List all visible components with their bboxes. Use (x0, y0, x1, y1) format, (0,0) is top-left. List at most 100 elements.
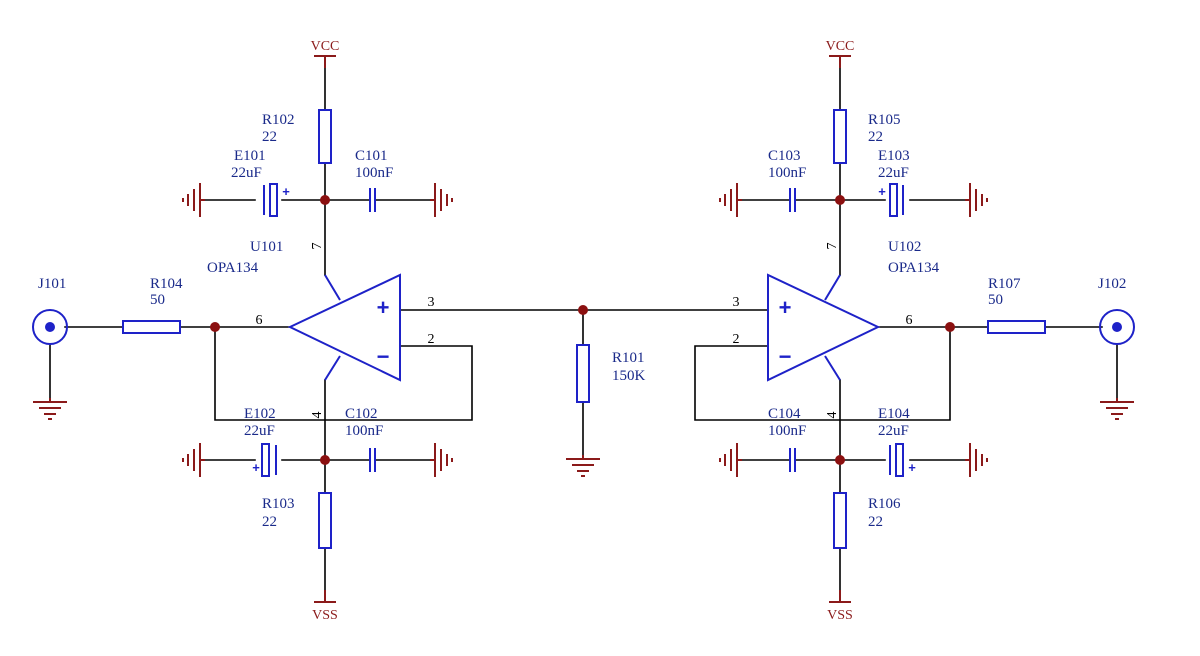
junction-dot (320, 195, 330, 205)
vss-label-right: VSS (827, 608, 853, 623)
r103-ref: R103 (262, 496, 295, 512)
r106-value: 22 (868, 514, 883, 530)
c101-value: 100nF (355, 165, 393, 181)
ground-icon-c101 (430, 183, 453, 217)
junction-dot (945, 322, 955, 332)
r103-value: 22 (262, 514, 277, 530)
j101-ref: J101 (38, 276, 66, 292)
c104-ref: C104 (768, 406, 801, 422)
r101-ref: R101 (612, 350, 645, 366)
u101-ref: U101 (250, 239, 283, 255)
c103-ref: C103 (768, 148, 801, 164)
c104-value: 100nF (768, 423, 806, 439)
pin-u102-7: 7 (825, 243, 840, 250)
vss-label-left: VSS (312, 608, 338, 623)
ground-icon-e102 (182, 443, 205, 477)
capacitor-c101 (369, 188, 376, 212)
junction-dot (835, 195, 845, 205)
resistor-r103 (318, 492, 332, 549)
ground-symbols (33, 183, 1134, 477)
electrolytic-e102: + (252, 443, 277, 477)
c103-value: 100nF (768, 165, 806, 181)
r105-value: 22 (868, 129, 883, 145)
junction-dot (578, 305, 588, 315)
vcc-label-right: VCC (826, 39, 855, 54)
capacitor-c102 (369, 448, 376, 472)
e102-value: 22uF (244, 423, 275, 439)
vss-symbol-right: VSS (827, 590, 853, 623)
capacitor-c103 (789, 188, 796, 212)
opamp-u102-minus-sign: − (779, 344, 792, 369)
e104-value: 22uF (878, 423, 909, 439)
ground-icon-e103 (965, 183, 988, 217)
pin-u101-6: 6 (256, 313, 263, 328)
pin-u102-4: 4 (825, 412, 840, 419)
vcc-symbol-right: VCC (826, 39, 855, 68)
opamp-u101-minus-sign: − (377, 344, 390, 369)
ground-icon-c104 (719, 443, 742, 477)
e102-ref: E102 (244, 406, 276, 422)
r101-value: 150K (612, 368, 646, 384)
junctions (210, 195, 955, 465)
resistor-r107 (987, 320, 1046, 334)
junction-dot (835, 455, 845, 465)
pin-numbers: 7 4 6 3 2 7 4 6 3 2 (256, 243, 913, 419)
opamp-u102: + − (767, 273, 881, 382)
electrolytic-e103: + (878, 183, 904, 217)
ground-icon-r101 (566, 455, 600, 477)
e101-ref: E101 (234, 148, 266, 164)
r102-value: 22 (262, 129, 277, 145)
polarity-plus-e101: + (282, 184, 290, 199)
c102-value: 100nF (345, 423, 383, 439)
resistor-r102 (318, 109, 332, 164)
connector-j101 (32, 309, 68, 345)
e101-value: 22uF (231, 165, 262, 181)
opamp-u101: + − (287, 273, 401, 382)
pin-u101-3: 3 (428, 295, 435, 310)
power-symbols: VCC VSS VCC VSS (311, 39, 855, 623)
pin-u102-6: 6 (906, 313, 913, 328)
c102-ref: C102 (345, 406, 378, 422)
e103-value: 22uF (878, 165, 909, 181)
u101-value: OPA134 (207, 260, 259, 276)
pin-u102-2: 2 (733, 332, 740, 347)
r102-ref: R102 (262, 112, 295, 128)
vcc-label-left: VCC (311, 39, 340, 54)
r107-ref: R107 (988, 276, 1021, 292)
resistor-r101 (576, 344, 590, 403)
ground-icon-c103 (719, 183, 742, 217)
pin-u101-2: 2 (428, 332, 435, 347)
component-labels: R102 22 E101 22uF C101 100nF U101 OPA134… (38, 112, 1126, 530)
polarity-plus-e102: + (252, 460, 260, 475)
ground-icon-j102 (1100, 398, 1134, 420)
ground-icon-e101 (182, 183, 205, 217)
r106-ref: R106 (868, 496, 901, 512)
polarity-plus-e103: + (878, 184, 886, 199)
r104-value: 50 (150, 292, 165, 308)
ground-icon-c102 (430, 443, 453, 477)
j102-ref: J102 (1098, 276, 1126, 292)
opamp-u102-plus-sign: + (779, 295, 792, 320)
pin-u102-3: 3 (733, 295, 740, 310)
u102-value: OPA134 (888, 260, 940, 276)
resistor-r104 (122, 320, 181, 334)
ground-icon-e104 (965, 443, 988, 477)
vss-symbol-left: VSS (312, 590, 338, 623)
r105-ref: R105 (868, 112, 901, 128)
junction-dot (210, 322, 220, 332)
c101-ref: C101 (355, 148, 388, 164)
wires (49, 67, 1118, 591)
capacitor-c104 (789, 448, 796, 472)
u102-ref: U102 (888, 239, 921, 255)
pin-u101-4: 4 (310, 412, 325, 419)
polarity-plus-e104: + (908, 460, 916, 475)
junction-dot (320, 455, 330, 465)
capacitors (369, 188, 796, 472)
r107-value: 50 (988, 292, 1003, 308)
connector-j102 (1099, 309, 1135, 345)
r104-ref: R104 (150, 276, 183, 292)
vcc-symbol-left: VCC (311, 39, 340, 68)
ground-icon-j101 (33, 398, 67, 420)
resistors (122, 109, 1046, 549)
